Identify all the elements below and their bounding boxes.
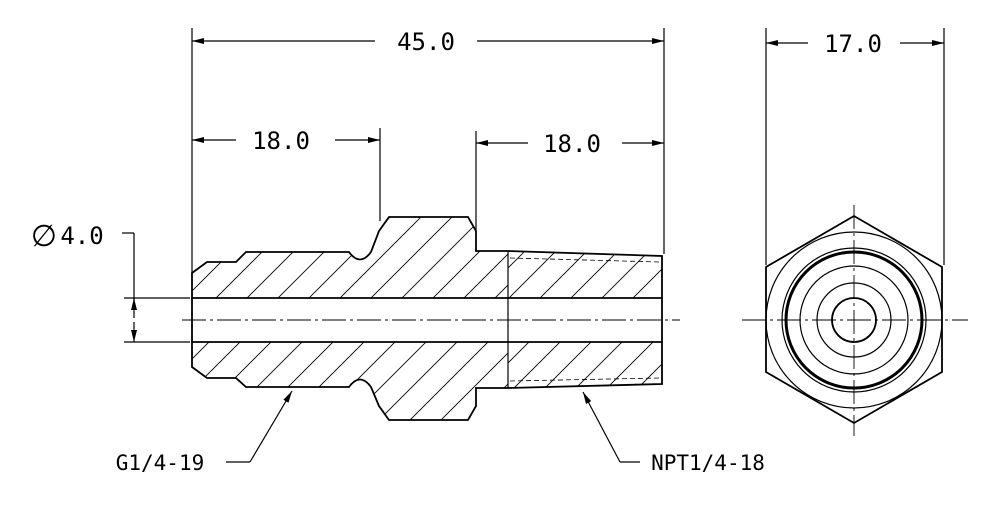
hatch-line xyxy=(342,342,429,420)
outline-bottom xyxy=(191,342,663,421)
outline-top xyxy=(191,216,663,298)
dim-right-segment: 18.0 xyxy=(543,130,601,158)
hatch-line xyxy=(540,342,594,388)
dimension-bore: ∅ 4.0 xyxy=(31,219,190,343)
hatch-line xyxy=(404,342,491,420)
hatch-line xyxy=(192,342,274,420)
hatch-line xyxy=(508,342,532,388)
hatch-line xyxy=(497,342,508,420)
label-left-thread: G1/4-19 xyxy=(116,451,205,475)
hatch-line xyxy=(448,340,500,392)
hatch-line xyxy=(602,342,656,388)
end-view xyxy=(742,205,968,436)
hatch-line xyxy=(665,340,717,392)
dimension-right-segment: 18.0 xyxy=(475,130,664,231)
hatch-line xyxy=(337,217,429,298)
hatch-line xyxy=(591,340,676,425)
hatch-line xyxy=(599,251,656,298)
hatch-line xyxy=(633,342,662,388)
hatch-line xyxy=(435,342,508,420)
hatch-npt-bottom xyxy=(448,340,748,392)
hatch-line xyxy=(192,342,212,420)
hatch-line xyxy=(461,217,508,298)
hatch-npt-top xyxy=(445,245,748,300)
hatch-bottom xyxy=(95,340,676,425)
dimension-overall: 45.0 xyxy=(191,28,665,273)
dim-overall-length: 45.0 xyxy=(397,28,455,56)
hatch-line xyxy=(696,340,748,392)
npt-thread-root-bottom xyxy=(509,377,661,382)
hatch-line xyxy=(508,251,532,298)
callout-right-thread: NPT1/4-18 xyxy=(582,391,765,475)
hatch-line xyxy=(466,342,508,420)
hatch-line xyxy=(630,251,662,298)
hatch-line xyxy=(249,342,336,420)
label-right-thread: NPT1/4-18 xyxy=(651,451,765,475)
hatch-line xyxy=(693,245,748,300)
hatch-top xyxy=(192,210,614,300)
hatch-line xyxy=(192,342,243,420)
dim-left-segment: 18.0 xyxy=(252,127,310,155)
hatch-line xyxy=(529,340,614,425)
dim-hex-width: 17.0 xyxy=(824,30,882,58)
hatch-line xyxy=(368,217,460,298)
diameter-symbol: ∅ xyxy=(31,219,57,254)
dim-bore-diameter: 4.0 xyxy=(60,222,103,250)
npt-thread-root-top xyxy=(509,257,661,263)
hatch-line xyxy=(508,251,563,298)
hatch-line xyxy=(218,342,305,420)
hatch-line xyxy=(373,342,460,420)
hatch-line xyxy=(661,251,662,298)
hatch-line xyxy=(509,342,563,388)
callout-left-thread: G1/4-19 xyxy=(116,390,293,475)
hatch-line xyxy=(571,342,625,388)
hatch-line xyxy=(560,340,645,425)
dimension-hex-width: 17.0 xyxy=(765,28,945,265)
hatch-line xyxy=(445,245,500,300)
dimension-left-segment: 18.0 xyxy=(192,127,381,221)
section-view xyxy=(95,210,748,425)
hatch-line xyxy=(524,210,614,300)
hatch-line xyxy=(95,340,180,425)
